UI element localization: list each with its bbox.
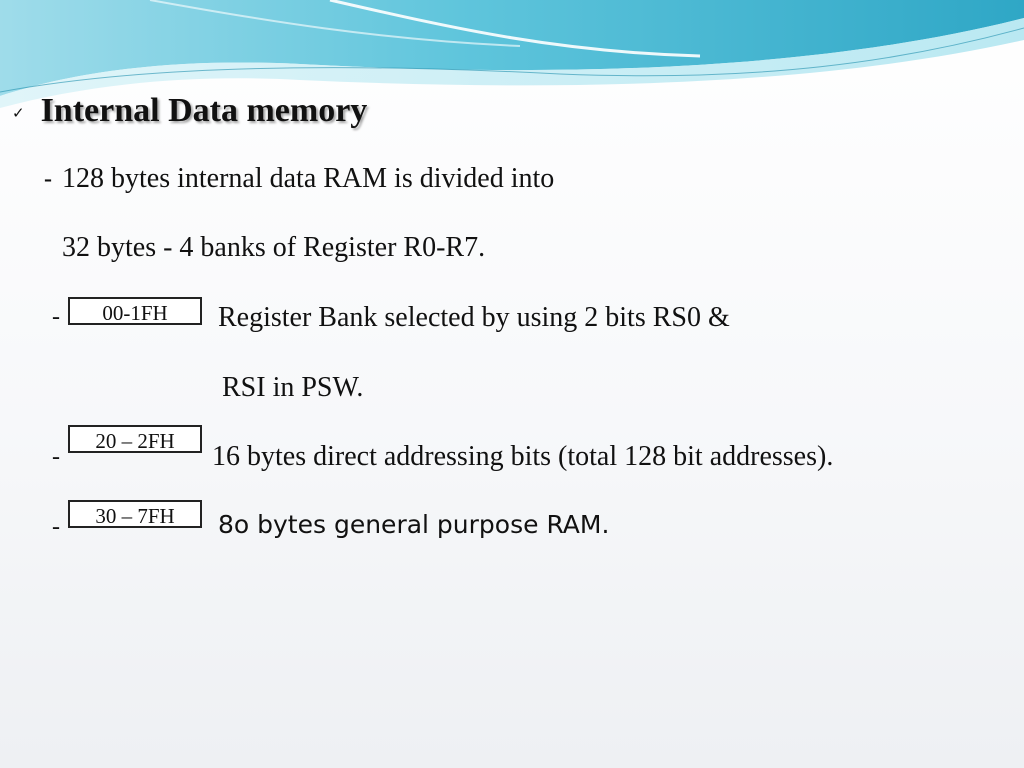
item3-dash: - xyxy=(52,514,60,540)
address-box-30-7fh: 30 – 7FH xyxy=(68,500,202,528)
checkmark-icon: ✓ xyxy=(12,104,25,122)
line1-text: 128 bytes internal data RAM is divided i… xyxy=(62,163,555,194)
line2-text: 32 bytes - 4 banks of Register R0-R7. xyxy=(62,232,486,263)
item3-text: 8o bytes general purpose RAM. xyxy=(218,510,610,539)
item1-dash: - xyxy=(52,304,60,330)
slide-title: Internal Data memory xyxy=(40,92,368,129)
item2-dash: - xyxy=(52,444,60,470)
line1-dash: - xyxy=(44,166,52,192)
address-box-20-2fh: 20 – 2FH xyxy=(68,425,202,453)
item1-text: Register Bank selected by using 2 bits R… xyxy=(218,302,730,333)
item1-continuation-text: RSI in PSW. xyxy=(222,372,364,403)
address-box-00-1fh: 00-1FH xyxy=(68,297,202,325)
title-row: ✓ Internal Data memory xyxy=(12,92,367,130)
header-wave-decoration xyxy=(0,0,1024,108)
item2-text: 16 bytes direct addressing bits (total 1… xyxy=(212,441,834,472)
